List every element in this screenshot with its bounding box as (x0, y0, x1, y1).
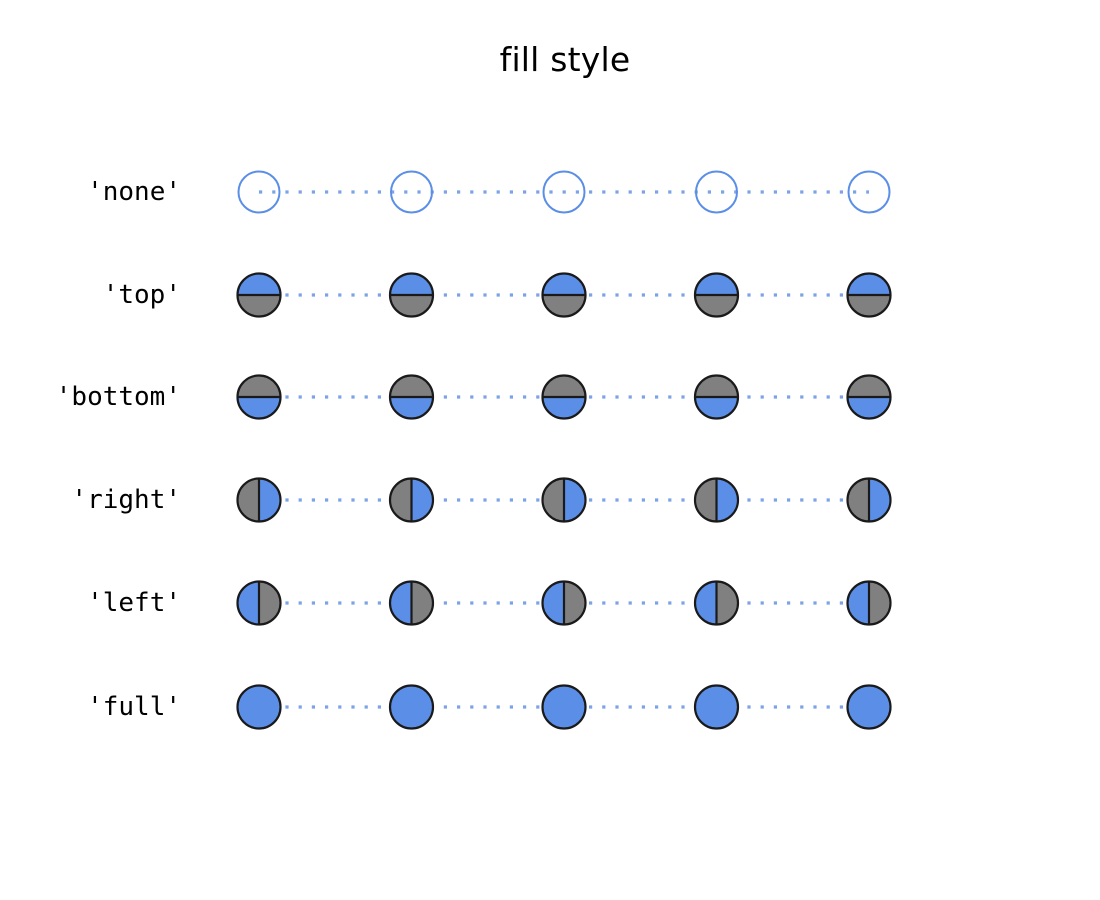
marker-top-3 (693, 272, 740, 318)
marker-row-top (236, 272, 892, 318)
marker-full-1 (388, 684, 435, 730)
marker-top-0 (236, 272, 282, 318)
marker-row-left (236, 580, 892, 626)
marker-top-4 (846, 272, 892, 318)
row-label-bottom: 'bottom' (55, 382, 181, 412)
row-label-right: 'right' (71, 485, 181, 515)
series-row-bottom: 'bottom' (0, 367, 1100, 427)
marker-row-right (236, 477, 892, 523)
marker-left-3 (693, 580, 740, 626)
marker-none-3 (695, 170, 738, 214)
marker-right-1 (388, 477, 435, 523)
marker-row-bottom (236, 374, 892, 420)
marker-bottom-2 (541, 374, 587, 420)
marker-full-3 (693, 684, 740, 730)
row-label-none: 'none' (87, 177, 181, 207)
marker-left-1 (388, 580, 435, 626)
marker-bottom-3 (693, 374, 740, 420)
marker-bottom-1 (388, 374, 435, 420)
marker-row-none (237, 170, 891, 214)
marker-full-4 (846, 684, 892, 730)
page-title: fill style (499, 40, 631, 79)
series-row-none: 'none' (0, 162, 1100, 222)
marker-none-4 (847, 170, 891, 214)
marker-none-0 (237, 170, 281, 214)
marker-right-0 (236, 477, 282, 523)
marker-left-2 (541, 580, 587, 626)
marker-right-2 (541, 477, 587, 523)
row-label-top: 'top' (102, 280, 181, 310)
series-row-left: 'left' (0, 573, 1100, 633)
marker-right-4 (846, 477, 892, 523)
marker-full-0 (236, 684, 282, 730)
marker-bottom-0 (236, 374, 282, 420)
series-row-full: 'full' (0, 677, 1100, 737)
marker-top-1 (388, 272, 435, 318)
series-row-right: 'right' (0, 470, 1100, 530)
series-row-top: 'top' (0, 265, 1100, 325)
marker-bottom-4 (846, 374, 892, 420)
marker-full-2 (541, 684, 587, 730)
row-label-left: 'left' (87, 588, 181, 618)
marker-none-2 (542, 170, 586, 214)
marker-none-1 (390, 170, 433, 214)
marker-left-0 (236, 580, 282, 626)
marker-left-4 (846, 580, 892, 626)
marker-top-2 (541, 272, 587, 318)
marker-right-3 (693, 477, 740, 523)
marker-row-full (236, 684, 892, 730)
row-label-full: 'full' (87, 692, 181, 722)
